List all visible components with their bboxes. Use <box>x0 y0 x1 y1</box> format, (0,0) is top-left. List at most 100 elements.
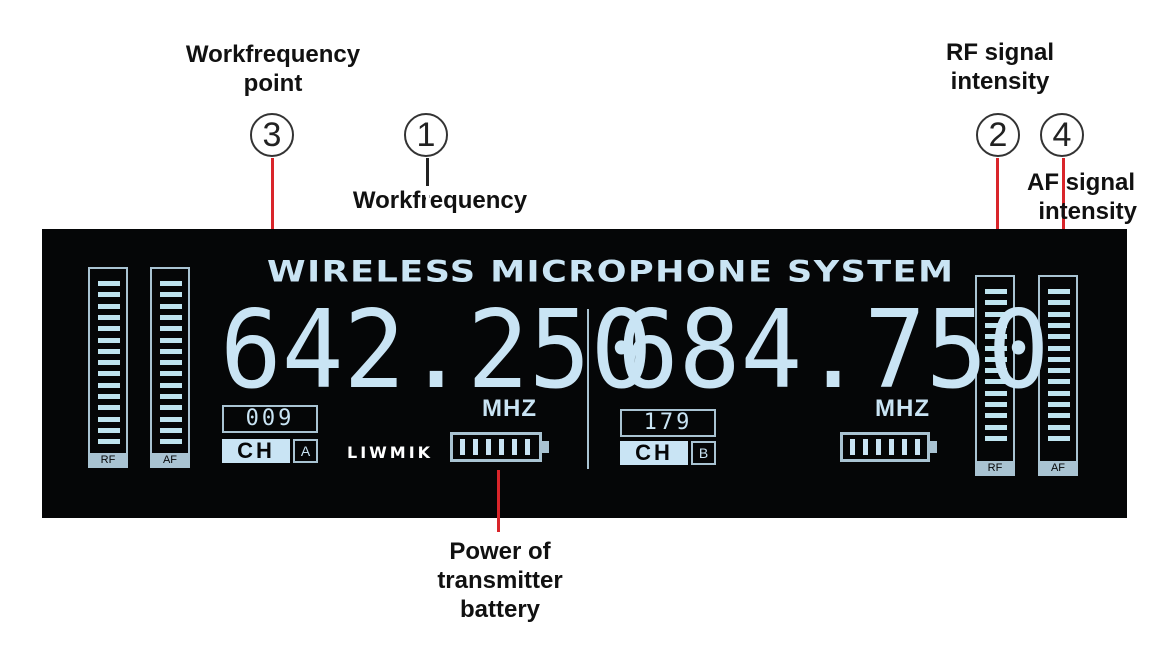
meter-segment <box>98 303 120 309</box>
rf-meter-a-tag: RF <box>88 453 128 468</box>
meter-segment <box>985 289 1007 294</box>
channel-b-battery-icon <box>840 432 930 462</box>
channel-b-letter: B <box>691 441 716 465</box>
meter-segment <box>98 337 120 343</box>
meter-segment <box>98 348 120 354</box>
channel-a-battery-icon <box>450 432 542 462</box>
channel-divider <box>587 309 589 469</box>
meter-segment <box>98 427 120 433</box>
channel-b-ch-label: CH <box>620 441 688 465</box>
rf-signal-label: RF signal intensity <box>915 38 1085 96</box>
meter-segment <box>985 390 1007 396</box>
workfrequency-point-line1: Workfrequency <box>185 41 361 68</box>
meter-segment <box>1048 424 1070 430</box>
meter-segment <box>160 281 182 286</box>
meter-segment <box>985 413 1007 419</box>
display-title: WIRELESS MICROPHONE SYSTEM <box>267 255 955 289</box>
meter-segment <box>1048 356 1070 362</box>
meter-segment <box>985 334 1007 340</box>
leader-line-battery <box>497 470 500 532</box>
meter-segment <box>1048 345 1070 351</box>
meter-segment <box>1048 379 1070 385</box>
battery-label: Power of transmitter battery <box>395 537 605 624</box>
battery-cell <box>902 439 907 455</box>
marker-1: 1 <box>404 113 448 157</box>
brand-logo: LIWMIK <box>347 443 434 462</box>
battery-line1: Power of <box>449 538 551 565</box>
channel-b-frequency: 684.750 <box>617 288 1050 413</box>
meter-segment <box>160 416 182 422</box>
meter-segment <box>160 405 182 411</box>
channel-a-battery-cap <box>542 441 549 453</box>
meter-segment <box>98 360 120 366</box>
af-meter-b: AF <box>1038 275 1078 476</box>
meter-segment <box>98 371 120 377</box>
meter-segment <box>985 322 1007 328</box>
meter-segment <box>985 424 1007 430</box>
af-signal-line2: intensity <box>1038 198 1137 225</box>
meter-segment <box>985 356 1007 362</box>
battery-cell <box>850 439 855 455</box>
channel-a-frequency: 642.250 <box>220 288 653 413</box>
channel-b-number: 179 <box>620 409 716 437</box>
meter-segment <box>160 314 182 320</box>
meter-segment <box>98 394 120 399</box>
meter-segment <box>160 348 182 354</box>
meter-segment <box>985 379 1007 385</box>
battery-cell <box>473 439 478 455</box>
rf-signal-line2: intensity <box>950 68 1050 95</box>
meter-segment <box>160 292 182 298</box>
af-meter-a: AF <box>150 267 190 468</box>
meter-segment <box>1048 390 1070 396</box>
meter-segment <box>1048 402 1070 407</box>
rf-meter-a: RF <box>88 267 128 468</box>
battery-cell <box>915 439 920 455</box>
meter-segment <box>98 382 120 388</box>
rf-signal-line1: RF signal <box>945 39 1054 66</box>
af-signal-line1: AF signal <box>1027 169 1136 196</box>
channel-b-battery-cap <box>930 441 937 453</box>
meter-segment <box>985 311 1007 317</box>
channel-a-ch-label: CH <box>222 439 290 463</box>
battery-cell <box>460 439 465 455</box>
rf-meter-b-tag: RF <box>975 461 1015 476</box>
af-meter-b-tag: AF <box>1038 461 1078 476</box>
meter-segment <box>1048 311 1070 317</box>
channel-a-letter: A <box>293 439 318 463</box>
leader-line-1-inner <box>426 158 429 186</box>
meter-segment <box>160 337 182 343</box>
workfrequency-point-line2: point <box>243 70 303 97</box>
meter-segment <box>98 405 120 411</box>
meter-segment <box>1048 413 1070 419</box>
battery-cell <box>512 439 517 455</box>
meter-segment <box>98 439 120 445</box>
channel-a-unit: MHZ <box>482 395 537 422</box>
marker-4: 4 <box>1040 113 1084 157</box>
battery-line2: transmitter <box>437 567 563 594</box>
workfrequency-label: Workfrequency <box>352 187 528 214</box>
meter-segment <box>160 427 182 433</box>
af-meter-a-tag: AF <box>150 453 190 468</box>
meter-segment <box>160 326 182 332</box>
meter-segment <box>985 368 1007 374</box>
meter-segment <box>1048 435 1070 441</box>
battery-cell <box>876 439 881 455</box>
meter-segment <box>98 281 120 286</box>
meter-segment <box>98 416 120 422</box>
meter-segment <box>985 345 1007 351</box>
meter-segment <box>160 371 182 377</box>
battery-cell <box>863 439 868 455</box>
battery-cell <box>486 439 491 455</box>
meter-segment <box>1048 334 1070 340</box>
rf-meter-b: RF <box>975 275 1015 476</box>
marker-3: 3 <box>250 113 294 157</box>
meter-segment <box>160 303 182 309</box>
af-signal-label: AF signal intensity <box>1015 168 1155 226</box>
meter-segment <box>1048 300 1070 306</box>
meter-segment <box>160 382 182 388</box>
battery-cell <box>499 439 504 455</box>
channel-b-unit: MHZ <box>875 395 930 422</box>
meter-segment <box>160 394 182 399</box>
meter-segment <box>1048 368 1070 374</box>
battery-line3: battery <box>459 596 541 623</box>
